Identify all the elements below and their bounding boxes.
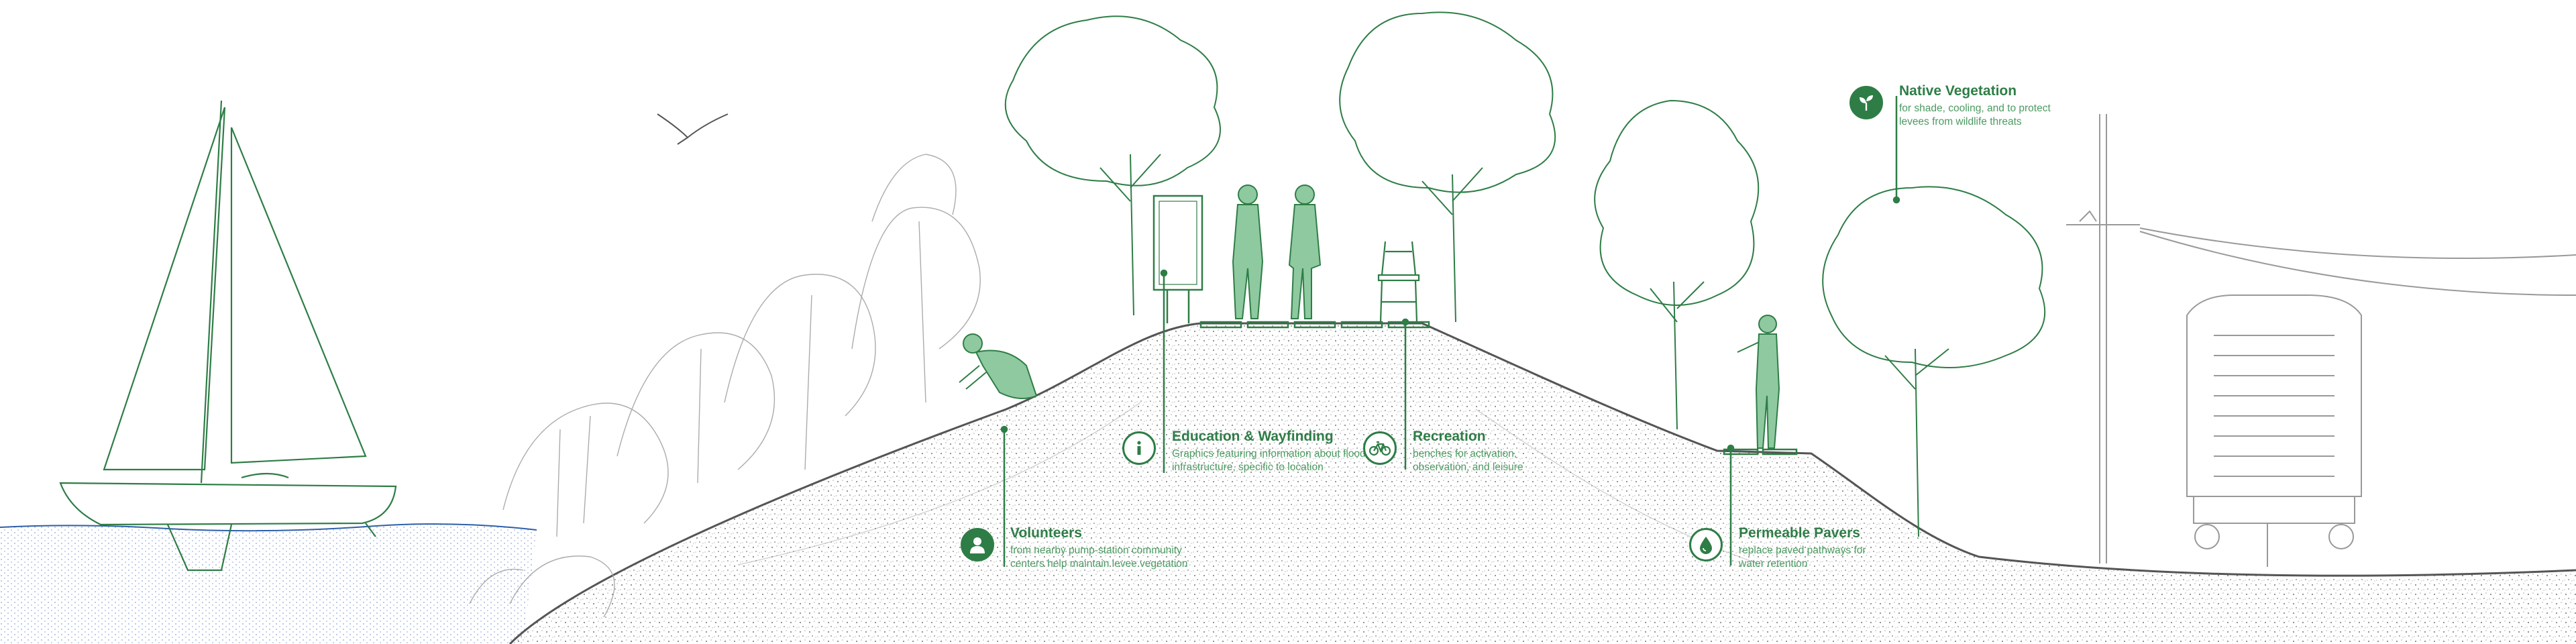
callout-description: from nearby pump-station community cente… xyxy=(1010,545,1188,570)
callout-title: Recreation xyxy=(1413,429,1486,444)
seagull-illustration xyxy=(657,113,729,145)
bicycle-icon xyxy=(1363,431,1397,465)
volunteer-figure xyxy=(959,333,1038,399)
utility-pole xyxy=(2066,114,2576,564)
callout-description: for shade, cooling, and to protect levee… xyxy=(1899,103,2051,127)
visitor-figure xyxy=(1737,315,1780,449)
water-drop-icon xyxy=(1689,528,1723,561)
callout-title: Volunteers xyxy=(1010,525,1082,541)
sprout-icon xyxy=(1849,86,1883,119)
callout-description: replace paved pathways for water retenti… xyxy=(1739,545,1866,570)
info-icon xyxy=(1122,431,1156,465)
callout-leader-lines xyxy=(1000,96,1900,567)
sailboat-illustration xyxy=(59,100,397,572)
callout-title: Native Vegetation xyxy=(1899,83,2017,99)
wayfinding-sign xyxy=(1152,195,1203,323)
bench-illustration xyxy=(1377,241,1420,323)
callout-description: Graphics featuring information about flo… xyxy=(1172,448,1366,473)
railcar-illustration xyxy=(2186,294,2362,567)
callout-title: Permeable Pavers xyxy=(1739,525,1860,541)
riparian-shrubs xyxy=(469,154,981,618)
callout-title: Education & Wayfinding xyxy=(1172,429,1334,444)
water-body xyxy=(0,523,537,644)
levee-ground xyxy=(508,322,2576,644)
pedestrian-figures xyxy=(1232,184,1322,319)
callout-description: benches for activation, observation, and… xyxy=(1413,448,1523,473)
native-trees xyxy=(1004,11,2046,537)
person-icon xyxy=(961,528,994,561)
